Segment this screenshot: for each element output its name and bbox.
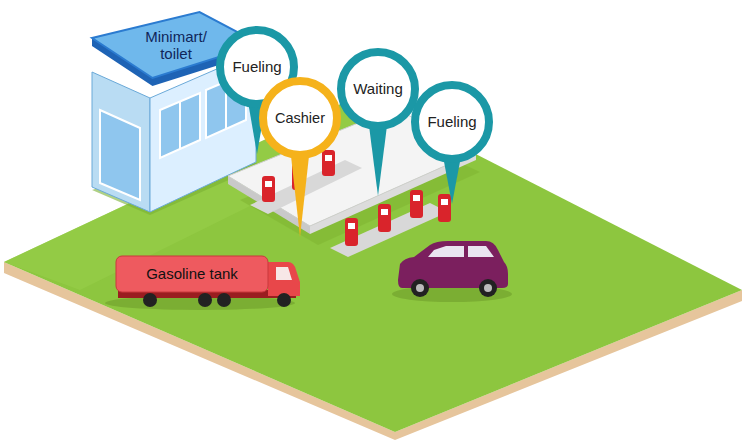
truck-wheel [277,293,291,307]
truck-wheel [217,293,231,307]
fuel-pump [262,176,275,202]
tank-label: Gasoline tank [146,265,238,282]
truck-cab-window [276,267,292,280]
car-wheel [411,279,429,297]
pin-label: Fueling [427,113,476,130]
location-pin-shape [409,79,495,204]
location-pin: Fueling [409,79,495,204]
location-pin-shape [257,75,343,237]
door [100,110,140,200]
fuel-pump [438,194,451,222]
pin-label: Waiting [353,80,402,97]
pump-body [438,194,451,222]
pin-tail [290,147,310,237]
truck-wheel [198,293,212,307]
pump-body [262,176,275,202]
window [160,93,200,158]
pump-body [345,218,358,246]
location-pin-shape [335,46,421,196]
pump-screen [441,199,448,205]
car-wheel [479,279,497,297]
window-frame [179,101,181,149]
truck-wheel [143,293,157,307]
platform [4,95,742,440]
car-window [468,246,494,257]
fuel-pump [410,190,423,218]
pump-screen [265,181,272,187]
pin-label: Cashier [275,110,325,127]
fuel-pump [345,218,358,246]
pump-body [410,190,423,218]
pin-ring [263,81,337,155]
fuel-pump [378,204,391,232]
pin-label: Fueling [232,58,281,75]
text-holder: Gasoline tank [116,256,268,292]
car [392,241,512,302]
text-holder: Waiting [335,46,421,132]
fuel-pump [322,150,335,176]
pump-screen [381,209,388,215]
pin-ring [341,52,415,126]
location-pin: Waiting [335,46,421,196]
location-pin: Cashier [257,75,343,237]
building-sign: Minimart/ toilet [128,28,224,63]
car-window [428,246,464,257]
text-holder: Fueling [409,79,495,165]
pump-body [378,204,391,232]
pump-screen [325,155,332,161]
pump-screen [348,223,355,229]
pump-body [322,150,335,176]
truck-cab [268,262,300,296]
platform-top [4,95,742,432]
pump-screen [413,195,420,201]
car-wheel [484,284,492,292]
tanker-body: Gasoline tank [116,256,268,292]
text-holder: Cashier [257,75,343,161]
building-left-wall [92,72,150,212]
tank-shape [116,256,268,292]
car-wheel [416,284,424,292]
pump-islands [250,150,451,257]
pin-ring [415,85,489,159]
